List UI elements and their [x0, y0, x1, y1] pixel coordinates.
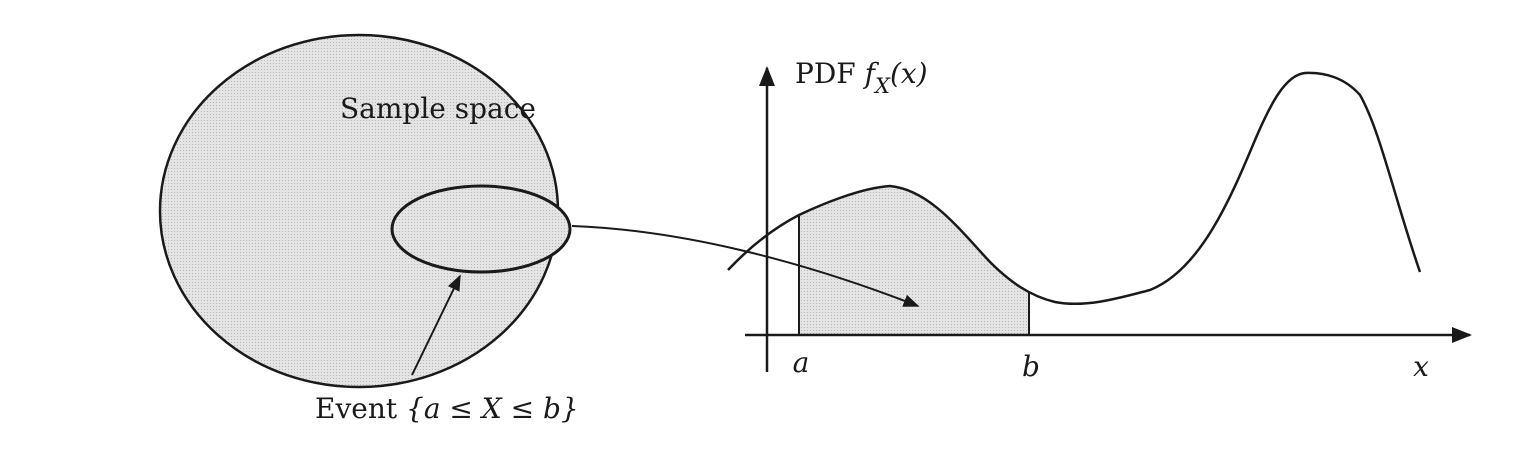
pdf-title: PDF fX(x) [795, 57, 928, 98]
event-label: Event {a ≤ X ≤ b} [315, 392, 579, 425]
bound-label-a: a [793, 346, 810, 379]
pdf-title-prefix: PDF [795, 57, 865, 90]
x-axis-label: x [1413, 350, 1429, 383]
event-label-set: {a ≤ X ≤ b} [406, 392, 579, 425]
pdf-title-arg: (x) [890, 57, 928, 90]
event-mapping-arrow [571, 225, 920, 307]
bound-label-b: b [1022, 350, 1040, 383]
probability-shaded-area [799, 186, 1029, 335]
pdf-title-sub: X [873, 74, 891, 98]
event-pointer-arrow [411, 274, 461, 376]
event-ellipse [390, 184, 572, 274]
sample-space-label: Sample space [340, 92, 536, 125]
pdf-curve [727, 71, 1422, 306]
event-label-prefix: Event [315, 392, 406, 425]
